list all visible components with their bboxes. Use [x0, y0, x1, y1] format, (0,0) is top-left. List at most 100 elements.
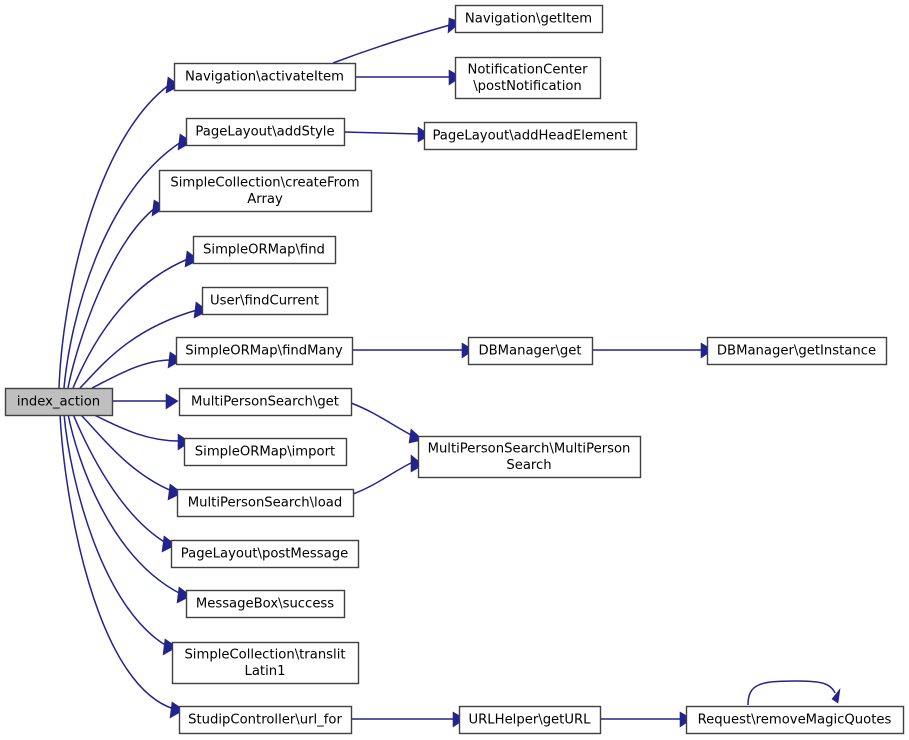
node-label: MessageBox\success [196, 597, 334, 612]
node-box[interactable] [171, 641, 360, 685]
node-box[interactable] [454, 4, 604, 34]
edge-line [350, 402, 414, 437]
node-label: PageLayout\addStyle [195, 125, 334, 140]
edge-line [59, 413, 175, 710]
node-box[interactable] [201, 286, 329, 316]
node-nav_getitem[interactable]: Navigation\getItem [454, 4, 604, 34]
call-edge-index_action-to-mps_get [112, 393, 179, 410]
call-edge-index_action-to-som_import [91, 413, 191, 451]
edge-line [91, 413, 180, 442]
node-sc_url_for[interactable]: StudipController\url_for [178, 705, 353, 735]
node-som_import[interactable]: SimpleORMap\import [183, 437, 348, 467]
node-label: DBManager\getInstance [717, 344, 876, 359]
node-mps_load[interactable]: MultiPersonSearch\load [176, 488, 355, 518]
node-box[interactable] [706, 336, 888, 366]
node-box[interactable] [176, 488, 355, 518]
node-box[interactable] [158, 169, 373, 213]
node-box[interactable] [417, 435, 642, 479]
node-box[interactable] [185, 117, 346, 147]
node-label: SimpleCollection\createFrom [170, 175, 359, 190]
node-label: Latin1 [244, 664, 285, 679]
edge-line [72, 413, 167, 544]
node-label: SimpleCollection\translit [184, 647, 345, 662]
node-box[interactable] [170, 539, 360, 569]
node-box[interactable] [454, 56, 602, 100]
node-box[interactable] [467, 336, 594, 366]
edge-line [72, 258, 189, 389]
edge-line [79, 309, 198, 389]
edge-line [332, 24, 451, 64]
node-urlhelper_geturl[interactable]: URLHelper\getURL [458, 705, 602, 735]
edge-line [58, 84, 170, 389]
node-dbm_get[interactable]: DBManager\get [467, 336, 594, 366]
call-edge-som_findmany-to-dbm_get [352, 342, 475, 359]
call-edge-mps_load-to-mps_mps [352, 454, 424, 495]
node-mps_mps[interactable]: MultiPersonSearch\MultiPersonSearch [417, 435, 642, 479]
node-box[interactable] [192, 235, 337, 265]
call-edge-pl_addstyle-to-pl_addheadelement [343, 126, 431, 143]
node-mps_get[interactable]: MultiPersonSearch\get [178, 387, 353, 417]
call-edge-index_action-to-som_findmany [91, 351, 183, 389]
node-box[interactable] [423, 121, 638, 151]
edge-line [747, 680, 836, 706]
node-box[interactable] [458, 705, 602, 735]
node-box[interactable] [175, 336, 354, 366]
arrowhead-icon [161, 535, 177, 553]
edges-layer [58, 17, 841, 728]
node-user_findcurrent[interactable]: User\findCurrent [201, 286, 329, 316]
arrowhead-icon [167, 483, 183, 501]
arrowhead-icon [831, 687, 841, 704]
node-box[interactable] [685, 705, 905, 735]
node-box[interactable] [173, 62, 357, 92]
node-box[interactable] [4, 387, 114, 417]
node-label: User\findCurrent [210, 294, 319, 309]
arrowhead-icon [169, 701, 185, 719]
node-index_action[interactable]: index_action [4, 387, 114, 417]
node-label: DBManager\get [478, 344, 581, 359]
call-edge-index_action-to-sc_translitlatin1 [63, 413, 178, 656]
call-edge-urlhelper_geturl-to-req_removemagic [600, 711, 693, 728]
nodes-layer: index_action Navigation\activateItem Navig… [4, 4, 905, 735]
node-som_findmany[interactable]: SimpleORMap\findMany [175, 336, 354, 366]
edge-line [352, 461, 414, 495]
node-req_removemagic[interactable]: Request\removeMagicQuotes [685, 705, 905, 735]
node-pl_addstyle[interactable]: PageLayout\addStyle [185, 117, 346, 147]
edge-line [63, 413, 168, 647]
arrowhead-icon [410, 454, 424, 473]
call-edge-index_action-to-nav_activateitem [58, 76, 181, 389]
node-label: SimpleORMap\findMany [185, 344, 343, 359]
call-edge-nav_activateitem-to-nc_postnotification [355, 69, 462, 86]
call-edge-req_removemagic-to-req_removemagic [747, 680, 841, 706]
node-label: \postNotification [473, 79, 582, 94]
node-box[interactable] [183, 437, 348, 467]
node-dbm_getinstance[interactable]: DBManager\getInstance [706, 336, 888, 366]
call-edge-index_action-to-sc_url_for [59, 413, 185, 719]
node-box[interactable] [178, 387, 353, 417]
node-label: PageLayout\postMessage [181, 547, 348, 562]
node-pl_postmessage[interactable]: PageLayout\postMessage [170, 539, 360, 569]
node-label: MultiPersonSearch\get [191, 395, 339, 410]
node-label: MultiPersonSearch\load [188, 496, 342, 511]
node-box[interactable] [185, 589, 346, 619]
node-nc_postnotification[interactable]: NotificationCenter\postNotification [454, 56, 602, 100]
node-mb_success[interactable]: MessageBox\success [185, 589, 346, 619]
node-label: Search [506, 458, 551, 473]
node-som_find[interactable]: SimpleORMap\find [192, 235, 337, 265]
node-nav_activateitem[interactable]: Navigation\activateItem [173, 62, 357, 92]
node-label: Array [247, 192, 283, 207]
arrowhead-icon [176, 586, 192, 604]
edge-line [79, 413, 173, 492]
call-edge-mps_get-to-mps_mps [350, 402, 424, 444]
arrowhead-icon [162, 638, 178, 656]
edge-line [67, 413, 182, 595]
arrowhead-icon [165, 393, 179, 410]
node-pl_addheadelement[interactable]: PageLayout\addHeadElement [423, 121, 638, 151]
node-label: SimpleORMap\import [195, 445, 335, 460]
node-label: PageLayout\addHeadElement [432, 129, 627, 144]
node-box[interactable] [178, 705, 353, 735]
call-edge-nav_activateitem-to-nav_getitem [332, 17, 462, 64]
